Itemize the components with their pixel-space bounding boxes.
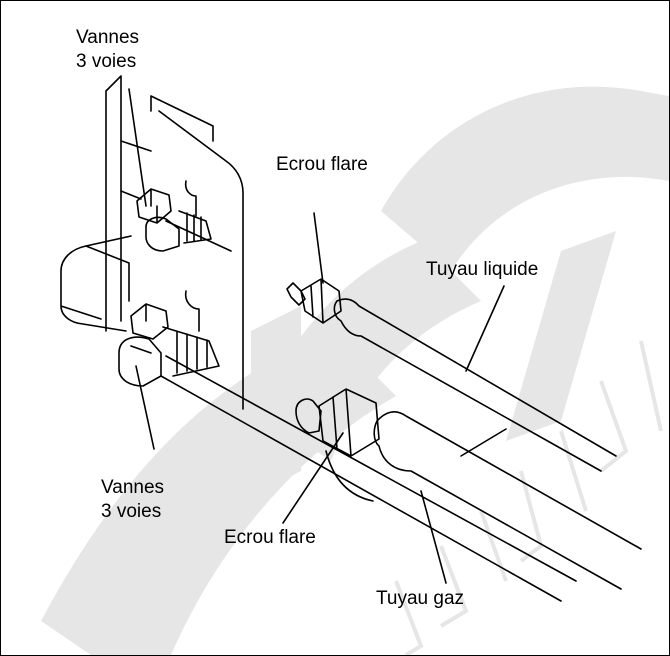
leader-valves-top	[128, 88, 147, 207]
liquid-flare-nut	[300, 278, 342, 324]
leader-valves-bottom	[135, 365, 155, 450]
label-valves-bottom-line1: Vannes	[101, 477, 165, 498]
service-pipe-stub	[160, 355, 577, 602]
lower-valve-thread	[162, 290, 220, 377]
watermark-arc-top	[381, 86, 669, 271]
lower-valve-body	[118, 336, 162, 387]
gas-pipe-insulation-curve	[325, 450, 374, 502]
watermark	[41, 86, 669, 655]
leader-liquid-pipe	[465, 285, 505, 372]
label-valves-bottom: Vannes 3 voies	[101, 476, 164, 524]
valve-assembly-drawing	[60, 75, 642, 602]
gas-pipe	[373, 411, 642, 590]
label-flare-nut-top: Ecrou flare	[276, 154, 368, 175]
label-liquid-pipe: Tuyau liquide	[426, 259, 539, 280]
leader-flare-nut-top	[313, 212, 324, 284]
bracket-plate-inner	[120, 140, 232, 252]
liquid-pipe	[333, 298, 617, 472]
watermark-swoosh-middle	[256, 241, 481, 461]
label-valves-top-line2: 3 voies	[76, 51, 137, 72]
upper-valve-thread	[178, 180, 212, 244]
bracket-base	[60, 235, 132, 332]
label-valves-top-line1: Vannes	[76, 27, 140, 48]
mounting-plate	[105, 75, 244, 410]
upper-valve-nut	[136, 188, 172, 224]
label-gas-pipe: Tuyau gaz	[376, 588, 465, 609]
lower-valve-nut	[130, 303, 169, 340]
leader-flare-nut-bottom	[282, 432, 344, 524]
watermark-stroke-left	[251, 306, 301, 496]
watermark-letters	[394, 340, 663, 655]
label-valves-bottom-line2: 3 voies	[101, 501, 162, 522]
leader-gas-pipe	[420, 490, 447, 584]
watermark-stroke-right	[506, 231, 616, 441]
gas-flare-nut	[318, 388, 380, 457]
liquid-pipe-cap	[286, 282, 306, 306]
label-flare-nut-bottom: Ecrou flare	[224, 527, 316, 548]
label-valves-top: Vannes 3 voies	[76, 26, 139, 74]
leader-gas-pipe-2	[460, 428, 507, 457]
upper-valve-body	[145, 216, 180, 252]
